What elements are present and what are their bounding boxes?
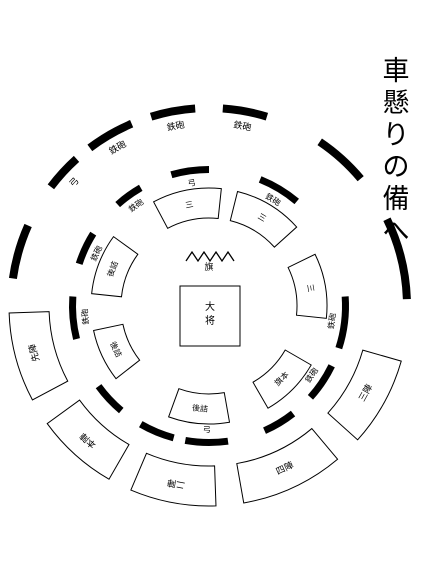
- commander-box: 大将: [179, 285, 241, 347]
- outer-unit-bar: [317, 138, 364, 182]
- outer-unit-box: [236, 427, 339, 504]
- inner-unit-box: [252, 349, 312, 409]
- outer-unit-box: [8, 311, 69, 401]
- inner-unit-box: [168, 388, 231, 425]
- outer-unit-box: [327, 349, 402, 441]
- outer-unit-bar: [8, 223, 32, 280]
- inner-unit-box: [92, 323, 141, 380]
- outer-unit-label: 鉄砲: [107, 138, 129, 157]
- middle-unit-bar: [95, 384, 124, 414]
- middle-unit-bar: [139, 421, 175, 442]
- outer-unit-label: 鉄砲: [166, 118, 186, 133]
- outer-unit-bar: [149, 104, 196, 121]
- banner: 旗: [185, 250, 235, 273]
- middle-unit-bar: [170, 166, 209, 179]
- middle-unit-bar: [115, 184, 143, 208]
- middle-unit-bar: [263, 410, 296, 434]
- outer-ring: 鉄砲鉄砲鉄砲弓先陣本陣二陣三陣四陣: [8, 104, 411, 507]
- inner-unit-box: [287, 253, 328, 319]
- title-char: 備: [383, 184, 410, 215]
- title-char: の: [383, 152, 410, 183]
- title-char: 車: [383, 56, 410, 87]
- middle-unit-label: 弓: [203, 425, 211, 434]
- inner-unit-label: 後詰: [192, 402, 209, 413]
- inner-unit-box: [152, 187, 222, 229]
- middle-unit-bar: [258, 176, 299, 205]
- middle-unit-bar: [307, 364, 335, 400]
- middle-unit-label: 鉄砲: [79, 308, 90, 325]
- title-char: り: [383, 120, 410, 151]
- title: 車 懸 り の 備 へ: [383, 56, 410, 247]
- commander-label: 大将: [205, 300, 215, 327]
- inner-unit-box: [91, 235, 139, 298]
- middle-unit-label: 鉄砲: [326, 312, 338, 329]
- outer-unit-box: [130, 452, 217, 507]
- outer-unit-bar: [222, 104, 269, 121]
- inner-unit-label: 三: [256, 212, 267, 224]
- middle-unit-bar: [75, 231, 97, 265]
- outer-unit-box: [46, 399, 130, 480]
- outer-unit-label: 鉄砲: [232, 118, 252, 133]
- middle-unit-bar: [184, 436, 229, 447]
- outer-unit-bar: [47, 155, 80, 190]
- outer-unit-label: 弓: [67, 176, 81, 190]
- outer-unit-bar: [383, 217, 411, 300]
- middle-unit-bar: [335, 296, 349, 350]
- banner-label: 旗: [204, 261, 213, 273]
- inner-unit-box: [229, 190, 298, 248]
- inner-unit-label: 三: [305, 283, 315, 292]
- banner-zigzag-icon: [185, 250, 235, 263]
- inner-unit-label: 三: [185, 200, 195, 210]
- title-char: 懸: [383, 88, 410, 119]
- outer-unit-label: 二陣: [166, 476, 186, 491]
- outer-unit-bar: [87, 120, 134, 152]
- middle-unit-bar: [69, 296, 80, 340]
- middle-unit-label: 弓: [187, 178, 196, 188]
